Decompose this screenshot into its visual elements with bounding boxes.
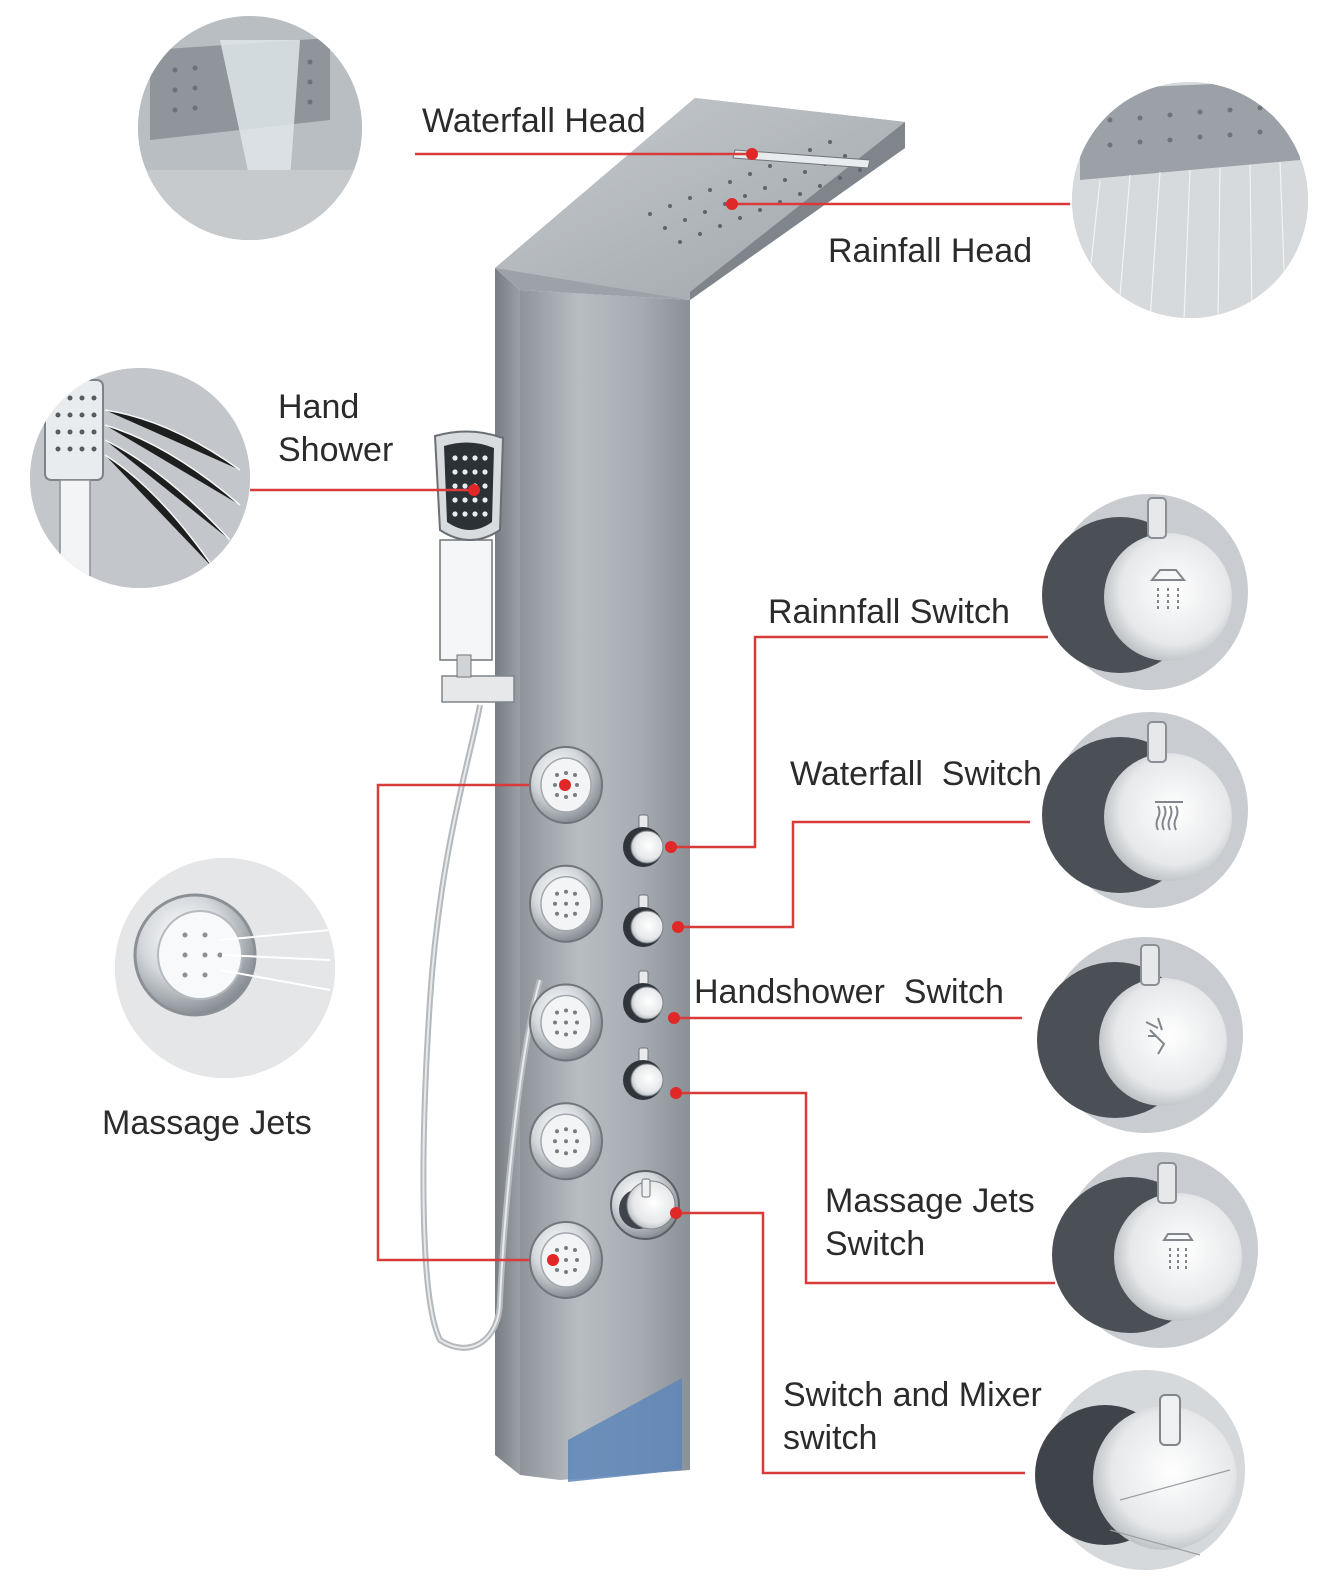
label-massage-jets-switch-line1: Massage Jets	[825, 1182, 1035, 1220]
handshower-switch-closeup	[1037, 937, 1243, 1133]
label-switch-and-mixer-line1: Switch and Mixer	[783, 1376, 1042, 1414]
label-massage-jets-switch: Massage Jets Switch	[825, 1180, 1035, 1265]
hand-shower-closeup	[30, 368, 250, 588]
label-switch-and-mixer: Switch and Mixer switch	[783, 1374, 1042, 1459]
label-waterfall-head: Waterfall Head	[422, 102, 646, 140]
jets-icon	[1162, 1233, 1194, 1272]
mixer-switch-closeup	[1035, 1370, 1245, 1570]
dot-massage-jet-bottom	[547, 1254, 559, 1266]
rain-icon	[1149, 569, 1187, 612]
label-waterfall-switch: Waterfall Switch	[790, 755, 1042, 793]
dot-handshower-switch	[668, 1012, 680, 1024]
valve-knob	[623, 1047, 664, 1100]
hand-shower	[433, 430, 505, 678]
leader-mixer-switch	[676, 1211, 1025, 1475]
waterfall-head-closeup	[138, 16, 362, 240]
dot-hand-shower	[468, 484, 480, 496]
rainfall-head-closeup	[1072, 82, 1308, 318]
massage-jet-closeup	[115, 858, 335, 1078]
label-massage-jets: Massage Jets	[102, 1104, 312, 1142]
label-handshower-switch: Handshower Switch	[694, 973, 1004, 1011]
dot-waterfall-head	[746, 148, 758, 160]
massage-jets-group	[529, 746, 603, 1299]
waterfall-icon	[1155, 801, 1183, 831]
massage-jet	[529, 1102, 603, 1181]
dot-massage-jets-switch	[670, 1087, 682, 1099]
massage-jet	[529, 983, 603, 1062]
valve-knobs-group	[610, 814, 680, 1240]
leader-massage-jets	[376, 783, 565, 1262]
anchor-dots	[468, 148, 758, 1266]
leader-waterfall-switch	[678, 820, 1030, 929]
massage-jet	[529, 1221, 603, 1299]
dot-mixer-switch	[670, 1207, 682, 1219]
label-hand-shower-line1: Hand	[278, 388, 360, 426]
label-rainfall-head: Rainfall Head	[828, 232, 1033, 270]
label-hand-shower-line2: Shower	[278, 430, 394, 469]
leader-lines	[250, 152, 1070, 1475]
label-switch-and-mixer-line2: switch	[783, 1418, 878, 1457]
dot-waterfall-switch	[672, 921, 684, 933]
massage-jet	[529, 864, 603, 943]
valve-knob	[623, 814, 664, 867]
valve-knob	[623, 970, 664, 1023]
waterfall-switch-closeup	[1042, 712, 1248, 908]
massage-jets-switch-closeup	[1052, 1152, 1258, 1348]
mixer-knob	[610, 1170, 680, 1240]
mixer-scale-icon	[1109, 1469, 1231, 1556]
dot-rainfall-switch	[665, 841, 677, 853]
valve-knob	[623, 894, 664, 947]
rainfall-switch-closeup	[1042, 494, 1248, 690]
dot-rainfall-head	[726, 198, 738, 210]
dot-massage-jet-top	[559, 779, 571, 791]
hand-shower-holder	[441, 675, 515, 703]
label-rainfall-switch: Rainnfall Switch	[768, 593, 1010, 631]
hand-shower-icon	[1145, 1017, 1166, 1055]
label-massage-jets-switch-line2: Switch	[825, 1224, 926, 1263]
label-hand-shower: Hand Shower	[278, 386, 393, 471]
leader-rainfall-switch	[671, 635, 1048, 849]
leader-massage-jets-switch	[676, 1091, 1055, 1285]
